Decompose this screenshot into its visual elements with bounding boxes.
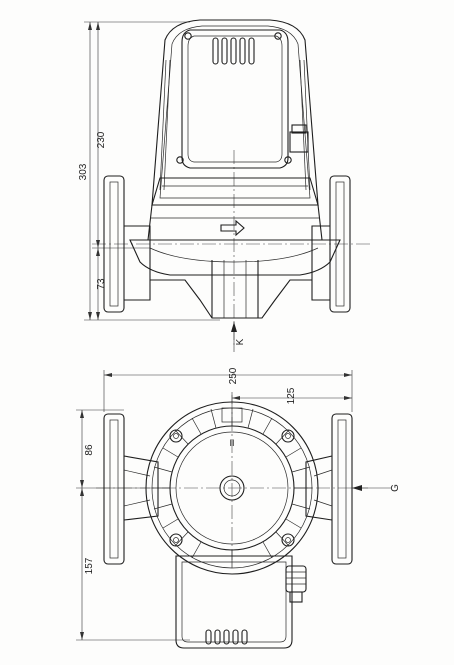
top-view: 250 125 86 157 (76, 367, 401, 649)
dimension-73: 73 (96, 278, 107, 290)
dimension-250: 250 (228, 367, 239, 384)
dimension-230: 230 (96, 131, 107, 148)
volute-ribs (152, 408, 312, 568)
dimension-125: 125 (286, 387, 297, 404)
nameplate-mark: II (229, 438, 234, 448)
arrow-k-label: K (235, 338, 246, 345)
dimension-303: 303 (78, 163, 89, 180)
front-view: 230 303 73 (78, 19, 372, 352)
arrow-g-label: G (390, 484, 401, 492)
dimension-157: 157 (84, 557, 95, 574)
dimension-86: 86 (84, 444, 95, 456)
